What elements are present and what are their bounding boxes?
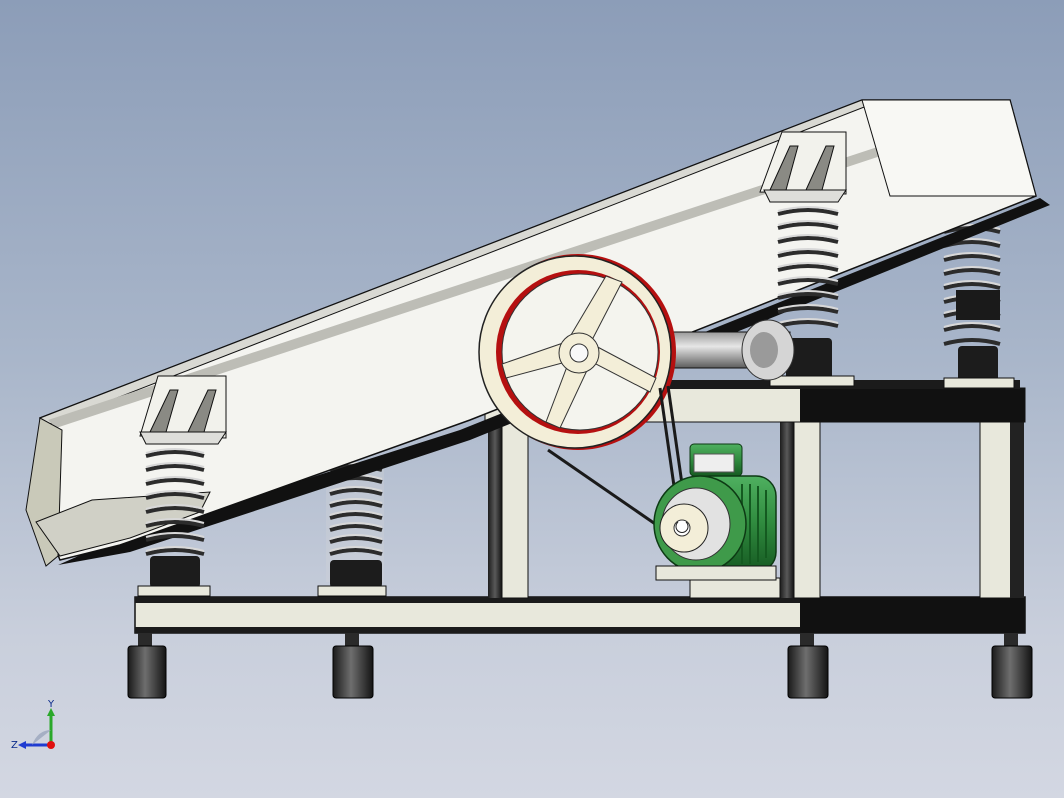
base-beam-shadow <box>800 597 1025 633</box>
base-beam-bottom-flange <box>135 627 1025 633</box>
upright-post[interactable] <box>793 421 821 599</box>
spring-bracket[interactable] <box>759 131 847 203</box>
flywheel-spokes <box>501 275 657 429</box>
motor-feet[interactable] <box>655 565 777 581</box>
electric-motor[interactable] <box>653 443 777 581</box>
upright-post[interactable] <box>780 422 794 598</box>
spring-bracket[interactable] <box>139 375 227 445</box>
base-beam-top-flange <box>135 597 1025 603</box>
y-axis-label: Y <box>47 700 55 710</box>
foot[interactable] <box>127 633 167 699</box>
trough-end-flange <box>861 99 1037 197</box>
upper-beam-dark <box>800 388 1025 422</box>
spring[interactable] <box>943 224 1015 389</box>
coordinate-triad: Y Z <box>11 700 55 751</box>
foot[interactable] <box>991 633 1033 699</box>
front-springs[interactable] <box>137 131 855 597</box>
foot[interactable] <box>332 633 374 699</box>
foot[interactable] <box>787 633 829 699</box>
spring[interactable] <box>137 375 227 597</box>
spring[interactable] <box>759 131 855 387</box>
upright-post[interactable] <box>488 422 502 598</box>
upright-post[interactable] <box>501 421 529 599</box>
z-axis-label: Z <box>11 740 18 751</box>
support-feet[interactable] <box>127 633 1033 699</box>
base-frame[interactable] <box>134 596 1026 634</box>
flywheel[interactable] <box>478 254 676 450</box>
motor-mount-plate[interactable] <box>689 577 781 599</box>
x-axis-icon <box>47 741 55 749</box>
upright-post-shadow <box>1010 422 1024 598</box>
